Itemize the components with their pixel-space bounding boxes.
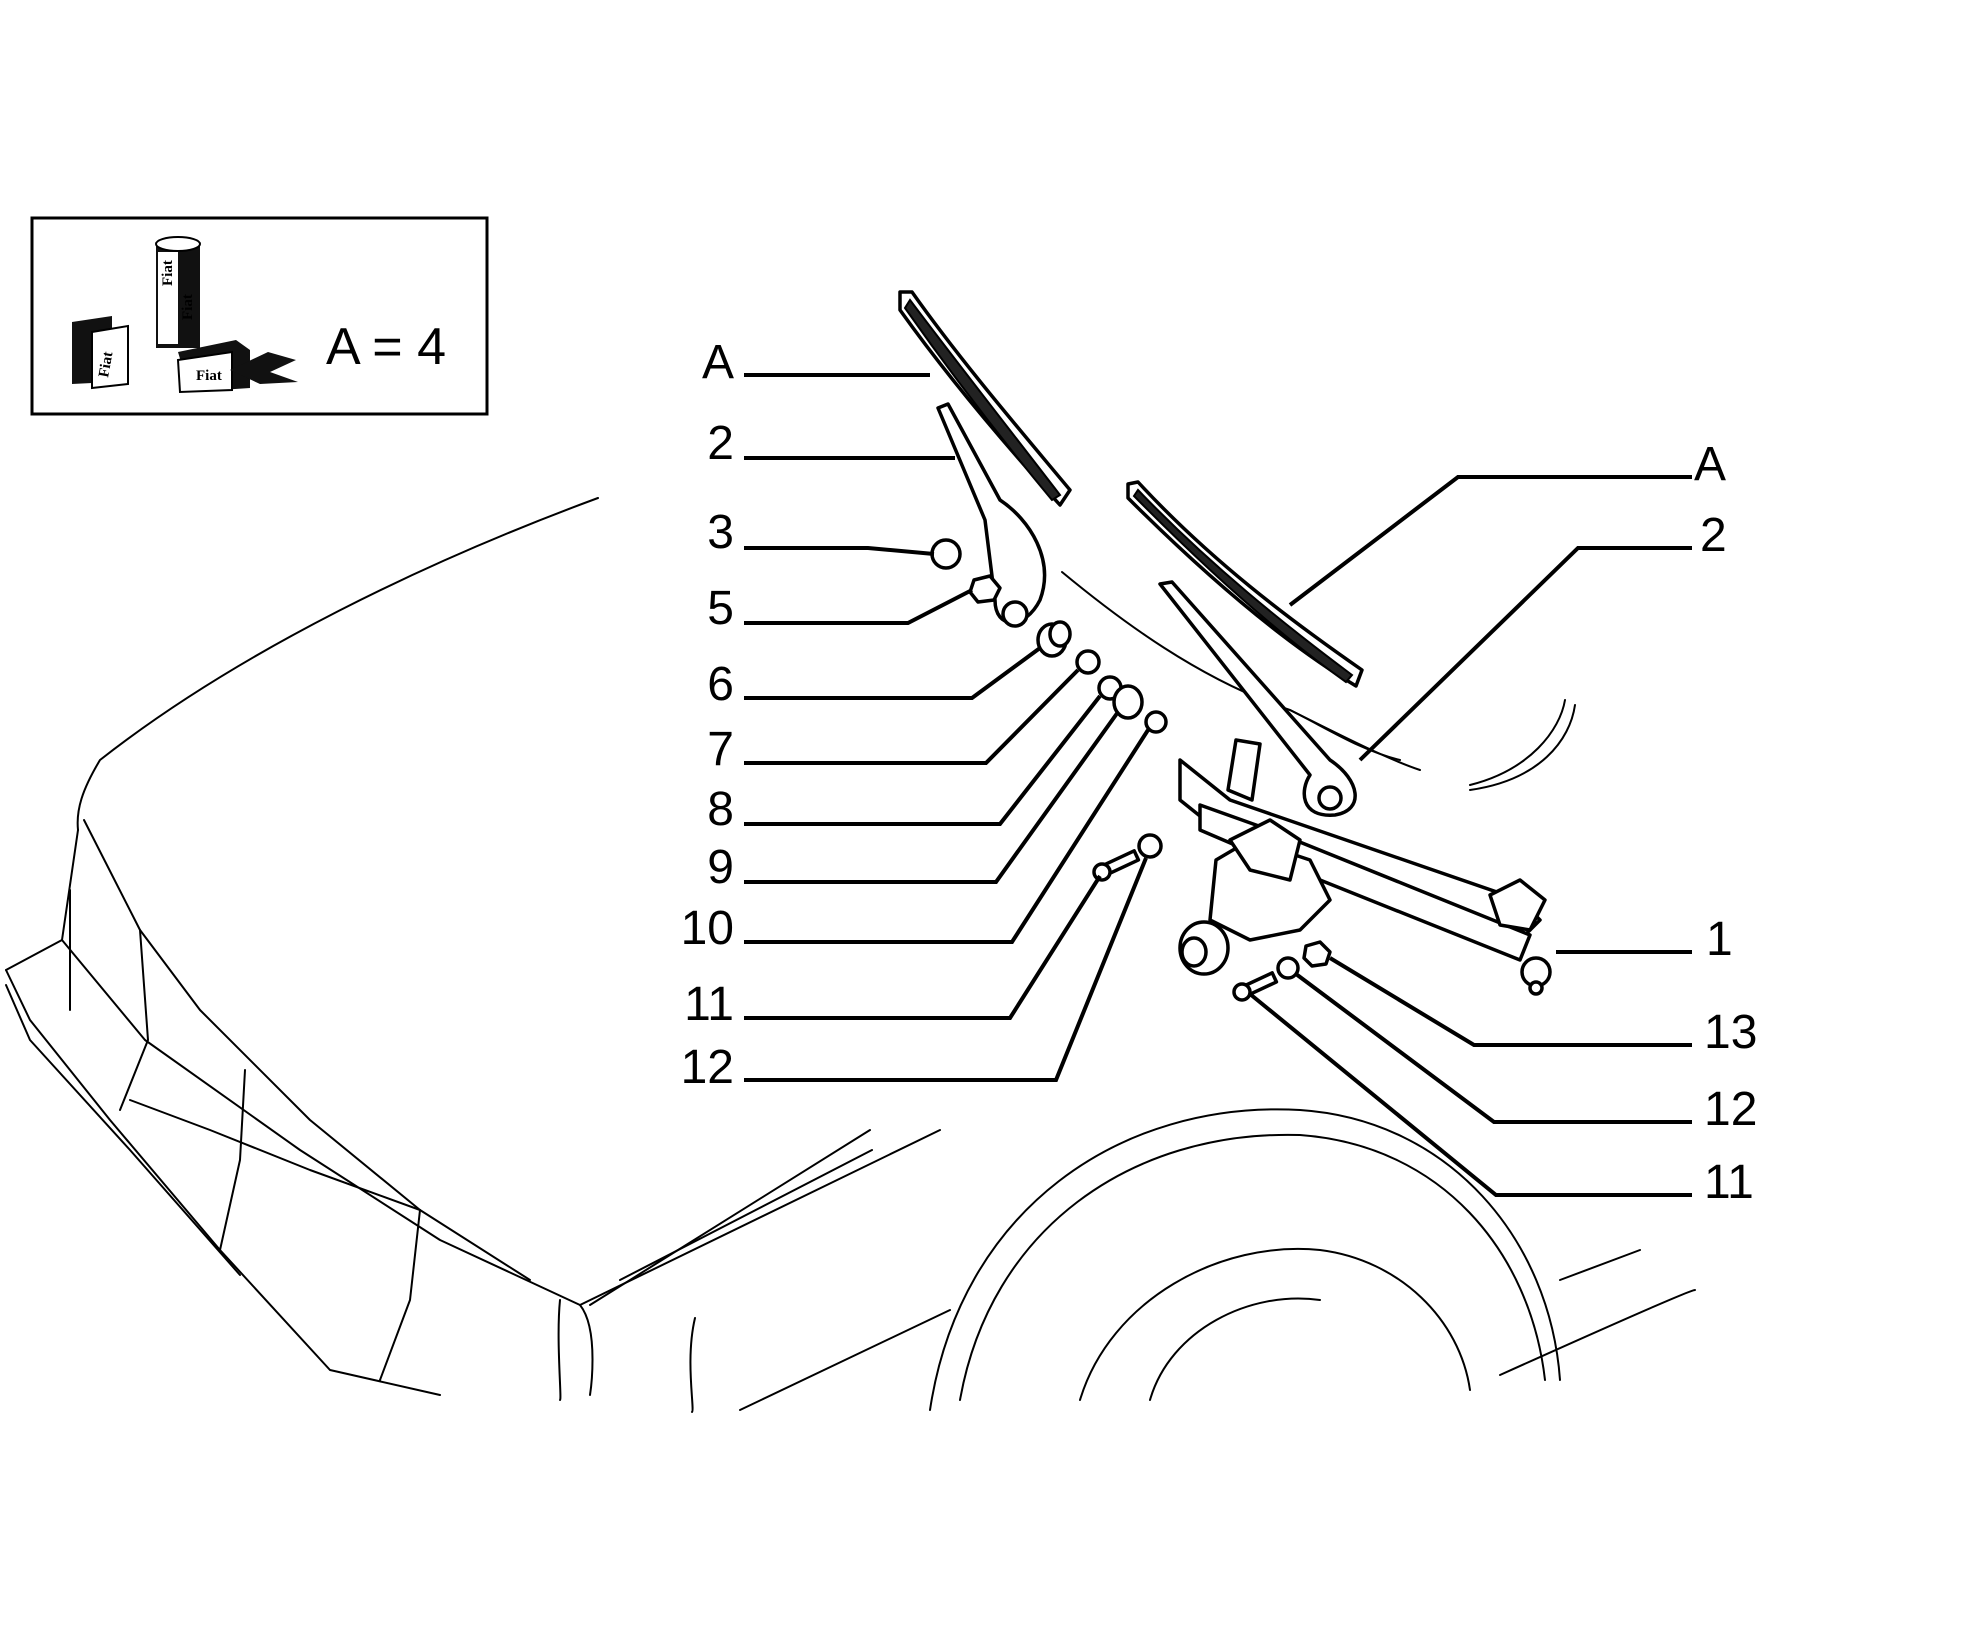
label-5: 5 — [707, 582, 734, 635]
legend-box: Fiat Fiat Fiat Fiat A = 4 — [30, 216, 489, 416]
wiper-blade-icon — [898, 290, 1072, 507]
label-12-right: 12 — [1704, 1083, 1757, 1136]
label-A-left: A — [702, 336, 734, 389]
label-6: 6 — [707, 658, 734, 711]
wiper-arm-icon — [1158, 580, 1357, 817]
part-cap — [930, 538, 962, 570]
label-A-right: A — [1694, 438, 1726, 491]
lubricant-product-icon: Fiat Fiat Fiat Fiat — [72, 236, 298, 394]
label-1: 1 — [1706, 913, 1733, 966]
car-body-outline — [5, 497, 1696, 1413]
logo-word-2: Fiat — [160, 260, 176, 286]
label-12-left: 12 — [681, 1041, 734, 1094]
label-2-left: 2 — [707, 417, 734, 470]
part-bush-6 — [1036, 620, 1072, 658]
wiper-blade-icon — [1126, 480, 1364, 688]
wiper-arm-icon — [936, 402, 1047, 628]
legend-quantity-text: A = 4 — [326, 318, 446, 376]
label-8: 8 — [707, 783, 734, 836]
right-labels: A 2 1 13 12 11 — [1694, 438, 1757, 1209]
part-bush-9 — [1112, 684, 1144, 720]
label-3: 3 — [707, 506, 734, 559]
logo-word-4: Fiat — [196, 368, 222, 384]
part-bolt-11-right — [1232, 971, 1279, 1002]
label-10: 10 — [681, 902, 734, 955]
part-nut-5 — [968, 574, 1002, 604]
label-11-right: 11 — [1704, 1156, 1754, 1209]
logo-word-1: Fiat — [96, 350, 116, 378]
label-13: 13 — [1704, 1006, 1757, 1059]
label-9: 9 — [707, 841, 734, 894]
label-11-left: 11 — [684, 978, 734, 1031]
part-washer-7 — [1075, 649, 1101, 675]
label-2-right: 2 — [1700, 509, 1727, 562]
part-washer-12-right — [1276, 956, 1300, 980]
label-7: 7 — [707, 723, 734, 776]
wiper-motor-icon — [1178, 818, 1332, 976]
part-bolt-11 — [1092, 849, 1141, 882]
part-washer-12 — [1137, 833, 1163, 859]
part-washer-10 — [1144, 710, 1168, 734]
part-nut-13 — [1302, 940, 1332, 968]
left-labels: A 2 3 5 6 7 8 9 10 11 12 — [681, 336, 734, 1094]
logo-word-3: Fiat — [180, 294, 196, 320]
leader-lines — [744, 373, 1692, 1197]
